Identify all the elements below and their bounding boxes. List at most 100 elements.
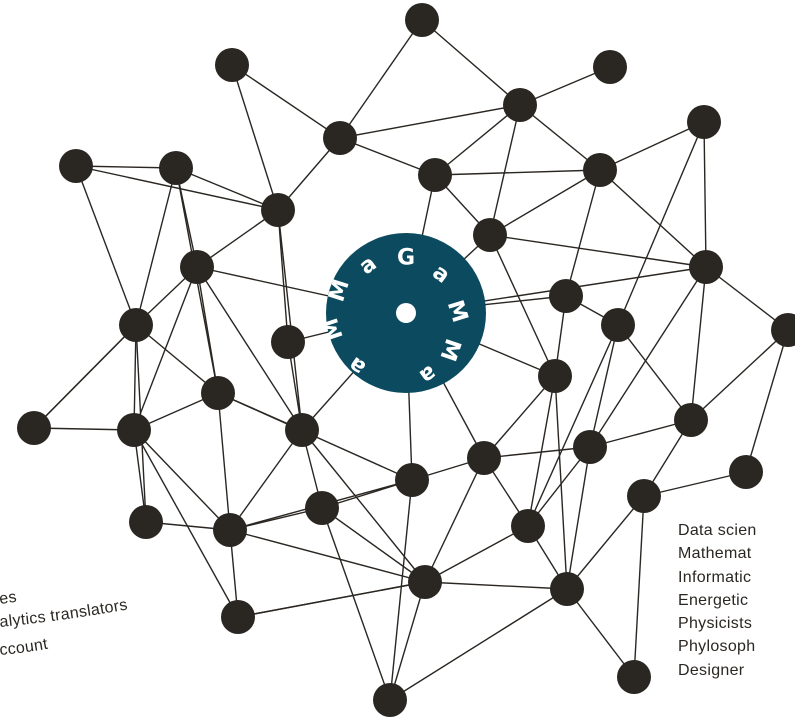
network-node	[323, 121, 357, 155]
network-edge	[633, 495, 645, 678]
role-item: Designer	[678, 661, 745, 679]
network-edge	[434, 169, 601, 176]
network-node	[129, 505, 163, 539]
network-node	[117, 413, 151, 447]
network-node	[395, 463, 429, 497]
network-edge	[75, 165, 279, 211]
network-node	[601, 308, 635, 342]
network-node	[408, 565, 442, 599]
network-edge	[527, 375, 556, 527]
network-edge	[229, 529, 426, 583]
network-edge	[389, 479, 413, 701]
network-edge	[339, 104, 521, 139]
network-node	[261, 193, 295, 227]
network-edge	[489, 169, 601, 236]
network-node	[271, 325, 305, 359]
network-edge	[589, 324, 619, 448]
network-node	[159, 151, 193, 185]
network-edge	[617, 121, 705, 326]
network-node	[215, 48, 249, 82]
network-node	[538, 359, 572, 393]
network-edge	[690, 266, 707, 421]
logo-center-dot	[396, 303, 416, 323]
network-edge	[434, 104, 521, 176]
network-edge	[135, 324, 219, 394]
network-edge	[705, 266, 789, 331]
network-node	[305, 491, 339, 525]
network-edge	[489, 234, 556, 377]
role-item: Phylosoph	[678, 638, 756, 656]
network-node	[473, 218, 507, 252]
network-edge	[389, 581, 426, 701]
network-edge	[75, 165, 137, 326]
network-edge	[133, 324, 137, 431]
left-role-labels-2: alytics translators	[0, 596, 129, 631]
network-edge	[196, 266, 303, 431]
network-edge	[321, 507, 391, 701]
network-node	[201, 376, 235, 410]
network-node	[583, 153, 617, 187]
network-edge	[565, 169, 601, 297]
network-node	[549, 279, 583, 313]
network-edge	[489, 234, 707, 268]
network-node	[119, 308, 153, 342]
network-edge	[237, 581, 426, 618]
network-node	[550, 572, 584, 606]
network-edge	[599, 169, 707, 268]
network-edge	[321, 507, 426, 583]
network-node	[687, 105, 721, 139]
network-node	[511, 509, 545, 543]
left-label-2: alytics translators	[0, 596, 129, 631]
network-edge	[196, 266, 219, 394]
network-edge	[231, 64, 341, 139]
network-node	[418, 158, 452, 192]
network-edge	[229, 429, 303, 531]
network-edge	[424, 525, 529, 583]
network-edge	[424, 581, 568, 590]
network-edge	[133, 429, 239, 618]
left-role-labels-3: ccount	[0, 636, 49, 659]
network-node	[593, 50, 627, 84]
network-edge	[389, 588, 568, 701]
network-node	[285, 413, 319, 447]
network-edge	[617, 324, 692, 421]
role-item: Energetic	[678, 591, 749, 609]
left-role-labels: es	[0, 589, 18, 608]
network-edge	[133, 266, 198, 431]
network-node	[617, 660, 651, 694]
network-edge	[566, 588, 635, 678]
network-nodes	[17, 3, 795, 717]
network-node	[467, 441, 501, 475]
network-edge	[277, 209, 303, 431]
network-edge	[231, 64, 279, 211]
role-item: Informatic	[678, 568, 752, 586]
network-edge	[277, 209, 289, 343]
network-edge	[217, 392, 231, 531]
network-edge	[690, 329, 789, 421]
network-edge	[589, 419, 692, 448]
network-node	[59, 149, 93, 183]
network-edge	[175, 167, 279, 211]
network-node	[573, 430, 607, 464]
network-node	[17, 411, 51, 445]
network-node	[503, 88, 537, 122]
role-list: Data scien Mathemat Informatic Energetic…	[678, 519, 757, 682]
role-item: Data scien	[678, 522, 757, 539]
role-item: Physicists	[678, 615, 753, 633]
network-edge	[566, 495, 645, 590]
network-node	[674, 403, 708, 437]
network-node	[405, 3, 439, 37]
logo-letter: G	[397, 246, 415, 271]
network-edge	[703, 121, 707, 268]
network-node	[689, 250, 723, 284]
network-node	[771, 313, 795, 347]
network-node	[213, 513, 247, 547]
network-edge	[33, 324, 137, 429]
network-node	[373, 683, 407, 717]
network-edge	[483, 375, 556, 459]
left-curved-labels: es alytics translators ccount	[0, 589, 129, 659]
network-node	[180, 250, 214, 284]
network-edge	[566, 446, 591, 590]
